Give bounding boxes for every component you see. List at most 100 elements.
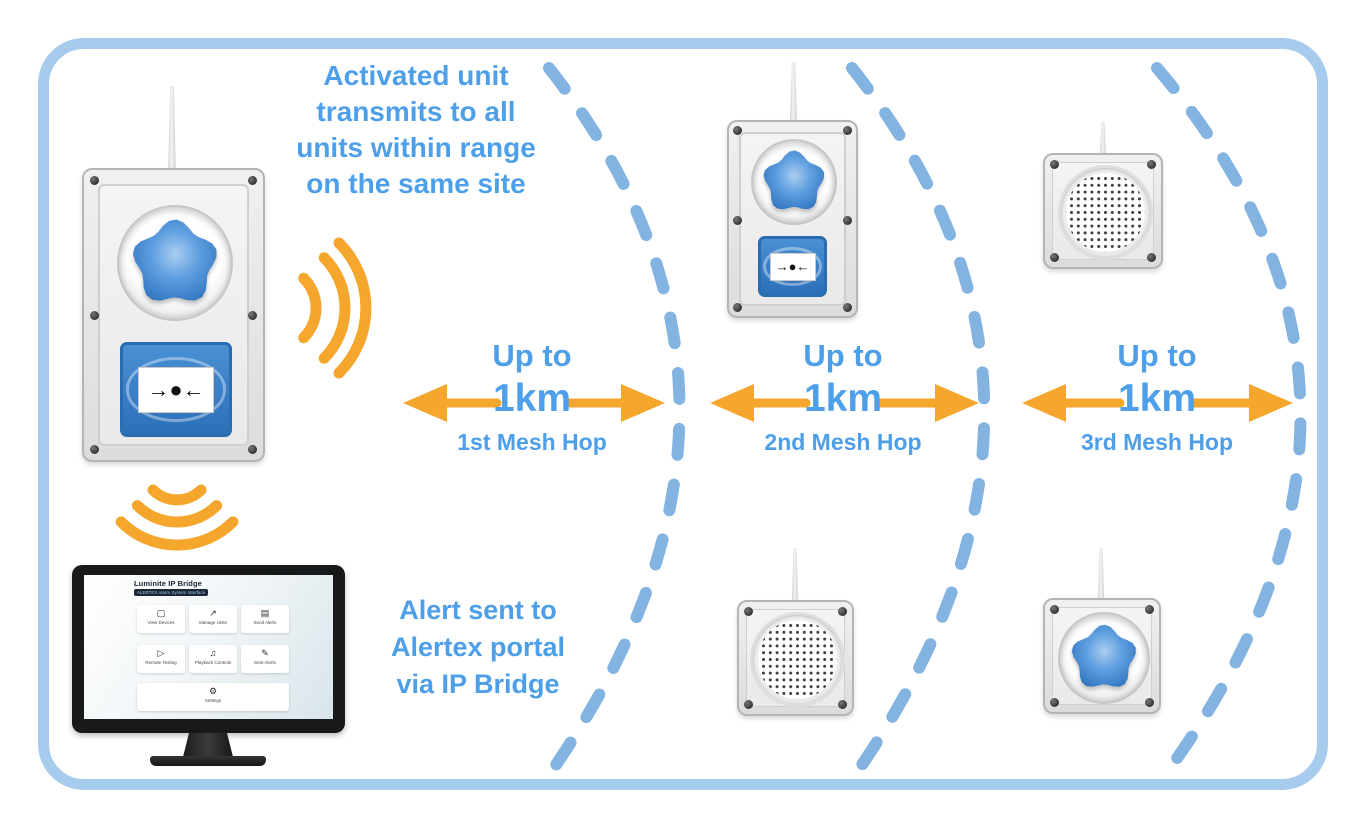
speaker-grille-icon bbox=[753, 615, 842, 704]
hop-2-distance: 1km bbox=[803, 377, 883, 420]
ip-bridge-title: Luminite IP Bridge bbox=[134, 579, 202, 588]
hop-2-label-block: Up to 1km 2nd Mesh Hop bbox=[713, 336, 973, 456]
screw-icon bbox=[733, 303, 742, 312]
screw-icon bbox=[90, 176, 99, 185]
screw-icon bbox=[1050, 698, 1059, 707]
tile-label: Manage Units bbox=[199, 620, 227, 625]
screw-icon bbox=[838, 607, 847, 616]
broadcast-note-line: on the same site bbox=[306, 168, 526, 199]
portal-note-line: Alert sent to bbox=[399, 595, 557, 625]
call-point-symbol: →●← bbox=[769, 252, 816, 281]
screw-icon bbox=[1050, 605, 1059, 614]
screw-icon bbox=[1050, 160, 1059, 169]
activated-alarm-unit: →●← bbox=[82, 168, 265, 462]
monitor-screen: Luminite IP Bridge ALERTEX Alarm System … bbox=[84, 575, 333, 719]
tile-view-devices: ▢ View Devices bbox=[137, 605, 185, 633]
portal-note-line: Alertex portal bbox=[390, 632, 566, 662]
screw-icon bbox=[248, 176, 257, 185]
sounder-dome-ring bbox=[751, 139, 837, 225]
sounder-dome-ring bbox=[117, 205, 233, 321]
screw-icon bbox=[733, 126, 742, 135]
speaker-grille-icon bbox=[1061, 168, 1150, 257]
hop-3-name: 3rd Mesh Hop bbox=[1080, 429, 1234, 455]
blue-dome-icon bbox=[128, 216, 222, 310]
speaker-unit-bottom-middle bbox=[737, 600, 854, 716]
mesh-range-arc-3 bbox=[1151, 62, 1307, 781]
tile-label: View Devices bbox=[147, 620, 175, 625]
hop-2-upto: Up to bbox=[803, 338, 883, 373]
screw-icon bbox=[1145, 698, 1154, 707]
antenna-icon bbox=[168, 86, 176, 170]
speaker-icon: ♫ bbox=[209, 648, 217, 658]
repeater-alarm-unit-top: →●← bbox=[727, 120, 858, 318]
screw-icon bbox=[838, 700, 847, 709]
call-point-button: →●← bbox=[120, 342, 232, 437]
tile-label: Remote Testing bbox=[145, 660, 177, 665]
monitor-stand-neck bbox=[183, 733, 233, 757]
tile-remote-testing: ▷ Remote Testing bbox=[137, 645, 185, 673]
blue-dome-icon bbox=[760, 148, 828, 216]
sounder-dome-ring bbox=[1058, 612, 1150, 704]
screw-icon bbox=[733, 216, 742, 225]
antenna-icon bbox=[1097, 548, 1105, 601]
gear-icon: ⚙ bbox=[208, 686, 218, 696]
mesh-range-arc-2 bbox=[846, 62, 991, 781]
tile-send-alerts: ▤ Send Alerts bbox=[241, 605, 289, 633]
distance-arrow-hop-3 bbox=[1022, 384, 1293, 422]
tile-label: Playback Controls bbox=[194, 660, 232, 665]
radio-signal-down-icon bbox=[115, 484, 239, 551]
screw-icon bbox=[843, 303, 852, 312]
screw-icon bbox=[248, 445, 257, 454]
screw-icon bbox=[1050, 253, 1059, 262]
antenna-icon bbox=[791, 548, 799, 603]
hop-1-label-block: Up to 1km 1st Mesh Hop bbox=[402, 336, 662, 456]
broadcast-note: Activated unit transmits to all units wi… bbox=[256, 58, 576, 202]
hop-3-upto: Up to bbox=[1117, 338, 1197, 373]
tile-label: Send Alerts bbox=[253, 620, 277, 625]
broadcast-note-line: Activated unit bbox=[323, 60, 509, 91]
broadcast-note-line: units within range bbox=[296, 132, 536, 163]
hop-1-name: 1st Mesh Hop bbox=[457, 429, 607, 455]
hop-3-distance: 1km bbox=[1117, 377, 1197, 420]
portal-note-line: via IP Bridge bbox=[396, 669, 560, 699]
hop-1-upto: Up to bbox=[492, 338, 572, 373]
screw-icon bbox=[90, 311, 99, 320]
tile-manage-units: ↗ Manage Units bbox=[189, 605, 237, 633]
screw-icon bbox=[843, 126, 852, 135]
ip-bridge-badge: ALERTEX Alarm System Interface bbox=[134, 589, 209, 596]
hop-3-label-block: Up to 1km 3rd Mesh Hop bbox=[1027, 336, 1287, 456]
distance-arrow-hop-2 bbox=[710, 384, 979, 422]
monitor-icon: ▢ bbox=[156, 608, 166, 618]
distance-arrow-hop-1 bbox=[403, 384, 665, 422]
screw-icon bbox=[744, 607, 753, 616]
screw-icon bbox=[90, 445, 99, 454]
tile-label: Sent Alerts bbox=[254, 660, 276, 665]
screw-icon bbox=[843, 216, 852, 225]
hop-1-distance: 1km bbox=[492, 377, 572, 420]
antenna-icon bbox=[1099, 122, 1107, 156]
screw-icon bbox=[744, 700, 753, 709]
call-point-symbol: →●← bbox=[138, 366, 214, 413]
screw-icon bbox=[1147, 253, 1156, 262]
share-arrow-icon: ↗ bbox=[209, 608, 217, 618]
mesh-range-arc-1 bbox=[543, 62, 686, 781]
monitor-stand-base bbox=[150, 756, 266, 766]
speaker-unit-top-right bbox=[1043, 153, 1163, 269]
tile-playback-controls: ♫ Playback Controls bbox=[189, 645, 237, 673]
broadcast-note-line: transmits to all bbox=[316, 96, 516, 127]
blue-dome-icon bbox=[1068, 622, 1140, 694]
screw-icon bbox=[248, 311, 257, 320]
portal-note: Alert sent to Alertex portal via IP Brid… bbox=[358, 592, 598, 703]
edit-doc-icon: ✎ bbox=[261, 648, 269, 658]
dome-unit-bottom-right bbox=[1043, 598, 1161, 714]
screw-icon bbox=[1147, 160, 1156, 169]
hop-2-name: 2nd Mesh Hop bbox=[764, 429, 922, 455]
tile-settings: ⚙ Settings bbox=[137, 683, 289, 711]
call-point-button: →●← bbox=[758, 236, 827, 297]
antenna-icon bbox=[789, 62, 798, 122]
tile-sent-alerts: ✎ Sent Alerts bbox=[241, 645, 289, 673]
document-icon: ▤ bbox=[260, 608, 270, 618]
screw-icon bbox=[1145, 605, 1154, 614]
